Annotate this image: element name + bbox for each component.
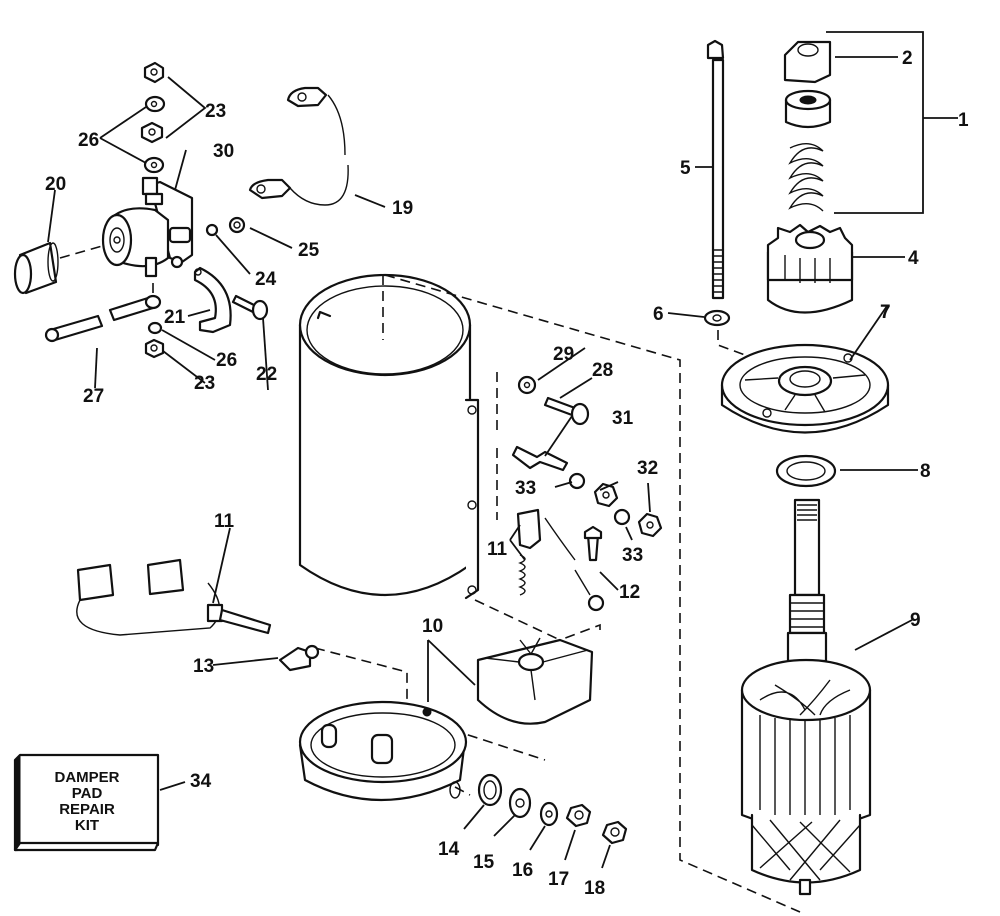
callout-29: 29 xyxy=(553,344,574,365)
part-22-screw[interactable] xyxy=(231,294,269,321)
part-26-lockwasher-bottom[interactable] xyxy=(147,321,163,335)
callout-16: 16 xyxy=(512,860,533,881)
callout-26-top: 26 xyxy=(78,130,99,151)
part-25-nut[interactable] xyxy=(228,216,246,234)
callout-20: 20 xyxy=(45,174,66,195)
part-5-thru-bolt[interactable] xyxy=(706,39,725,300)
part-15-washer[interactable] xyxy=(508,787,532,819)
callout-17: 17 xyxy=(548,869,569,890)
part-31-terminal[interactable] xyxy=(511,445,569,472)
callout-9: 9 xyxy=(910,610,921,631)
callout-28: 28 xyxy=(592,360,613,381)
part-24-lockwasher[interactable] xyxy=(205,223,219,237)
callout-25: 25 xyxy=(298,240,320,261)
callout-4: 4 xyxy=(908,248,919,269)
callout-33-right: 33 xyxy=(622,545,643,566)
part-9-armature[interactable] xyxy=(740,498,872,896)
part-14-washer[interactable] xyxy=(477,773,503,807)
part-33-lockwasher-a[interactable] xyxy=(568,472,586,490)
callout-15: 15 xyxy=(473,852,495,873)
part-33-lockwasher-b[interactable] xyxy=(613,508,631,526)
leader-lines xyxy=(47,31,958,869)
part-28-bolt[interactable] xyxy=(543,396,590,426)
callout-5: 5 xyxy=(680,158,691,179)
callout-32: 32 xyxy=(637,458,658,479)
callout-21: 21 xyxy=(164,307,186,328)
callout-31: 31 xyxy=(612,408,634,429)
repair-kit-label-line-3: REPAIR xyxy=(59,801,115,818)
part-20-boot[interactable] xyxy=(13,241,59,295)
part-21-clamp[interactable] xyxy=(193,266,232,334)
part-6-washer[interactable] xyxy=(703,309,731,327)
callout-6: 6 xyxy=(653,304,664,325)
repair-kit-label-line-4: KIT xyxy=(75,817,99,834)
part-32-nut-b[interactable] xyxy=(637,512,663,538)
part-field-frame[interactable] xyxy=(298,273,480,600)
part-7-end-frame[interactable] xyxy=(720,343,890,434)
part-23-nut-top[interactable] xyxy=(143,61,165,84)
part-27-plunger[interactable] xyxy=(44,294,162,343)
part-11-brush-center[interactable] xyxy=(516,508,576,596)
callout-13: 13 xyxy=(193,656,214,677)
part-29-washer[interactable] xyxy=(517,375,537,395)
callout-11-center: 11 xyxy=(487,539,508,560)
part-23-nut-mid[interactable] xyxy=(140,121,164,144)
repair-kit-label-line-2: PAD xyxy=(72,785,103,802)
callout-23-bottom: 23 xyxy=(194,373,215,394)
part-26-lockwasher-mid[interactable] xyxy=(143,156,165,174)
callout-2: 2 xyxy=(902,48,913,69)
part-11-brush-set[interactable] xyxy=(76,558,272,636)
part-13-terminal-block[interactable] xyxy=(278,644,320,672)
callout-10: 10 xyxy=(422,616,443,637)
callout-23-top: 23 xyxy=(205,101,226,122)
part-34-repair-kit[interactable]: DAMPER PAD REPAIR KIT xyxy=(13,753,160,852)
part-drive-spring[interactable] xyxy=(788,143,824,212)
callout-22: 22 xyxy=(256,364,277,385)
part-19-cable[interactable] xyxy=(248,86,349,206)
callout-14: 14 xyxy=(438,839,460,860)
part-30-solenoid[interactable] xyxy=(101,176,194,278)
part-4-pinion-drive[interactable] xyxy=(766,223,854,314)
callout-7: 7 xyxy=(880,302,891,323)
part-drive-collar[interactable] xyxy=(784,89,832,129)
callout-33-left: 33 xyxy=(515,478,536,499)
callout-26-bottom: 26 xyxy=(216,350,237,371)
part-2-nut[interactable] xyxy=(783,40,832,84)
part-23-nut-bottom[interactable] xyxy=(144,338,165,359)
part-26-lockwasher-top[interactable] xyxy=(144,95,166,113)
callout-labels: 1 2 4 5 6 7 8 9 10 11 11 12 13 14 15 16 … xyxy=(45,48,969,899)
callout-24: 24 xyxy=(255,269,277,290)
callout-18: 18 xyxy=(584,878,605,899)
callout-19: 19 xyxy=(392,198,413,219)
callout-27: 27 xyxy=(83,386,104,407)
part-16-lockwasher[interactable] xyxy=(539,801,559,827)
callout-12: 12 xyxy=(619,582,640,603)
callout-8: 8 xyxy=(920,461,931,482)
part-10-brush-plate[interactable] xyxy=(476,637,594,725)
part-8-thrust-washer[interactable] xyxy=(775,454,837,488)
callout-30: 30 xyxy=(213,141,234,162)
part-17-nut[interactable] xyxy=(565,803,592,828)
callout-11-left: 11 xyxy=(214,511,235,532)
repair-kit-label-line-1: DAMPER xyxy=(54,769,119,786)
callout-1: 1 xyxy=(958,110,969,131)
solenoid-group xyxy=(13,61,269,359)
part-18-nut[interactable] xyxy=(601,820,628,845)
assembly-guide-line xyxy=(382,274,801,913)
part-12-screw[interactable] xyxy=(574,525,605,612)
part-end-cap[interactable] xyxy=(298,700,468,801)
callout-34: 34 xyxy=(190,771,212,792)
